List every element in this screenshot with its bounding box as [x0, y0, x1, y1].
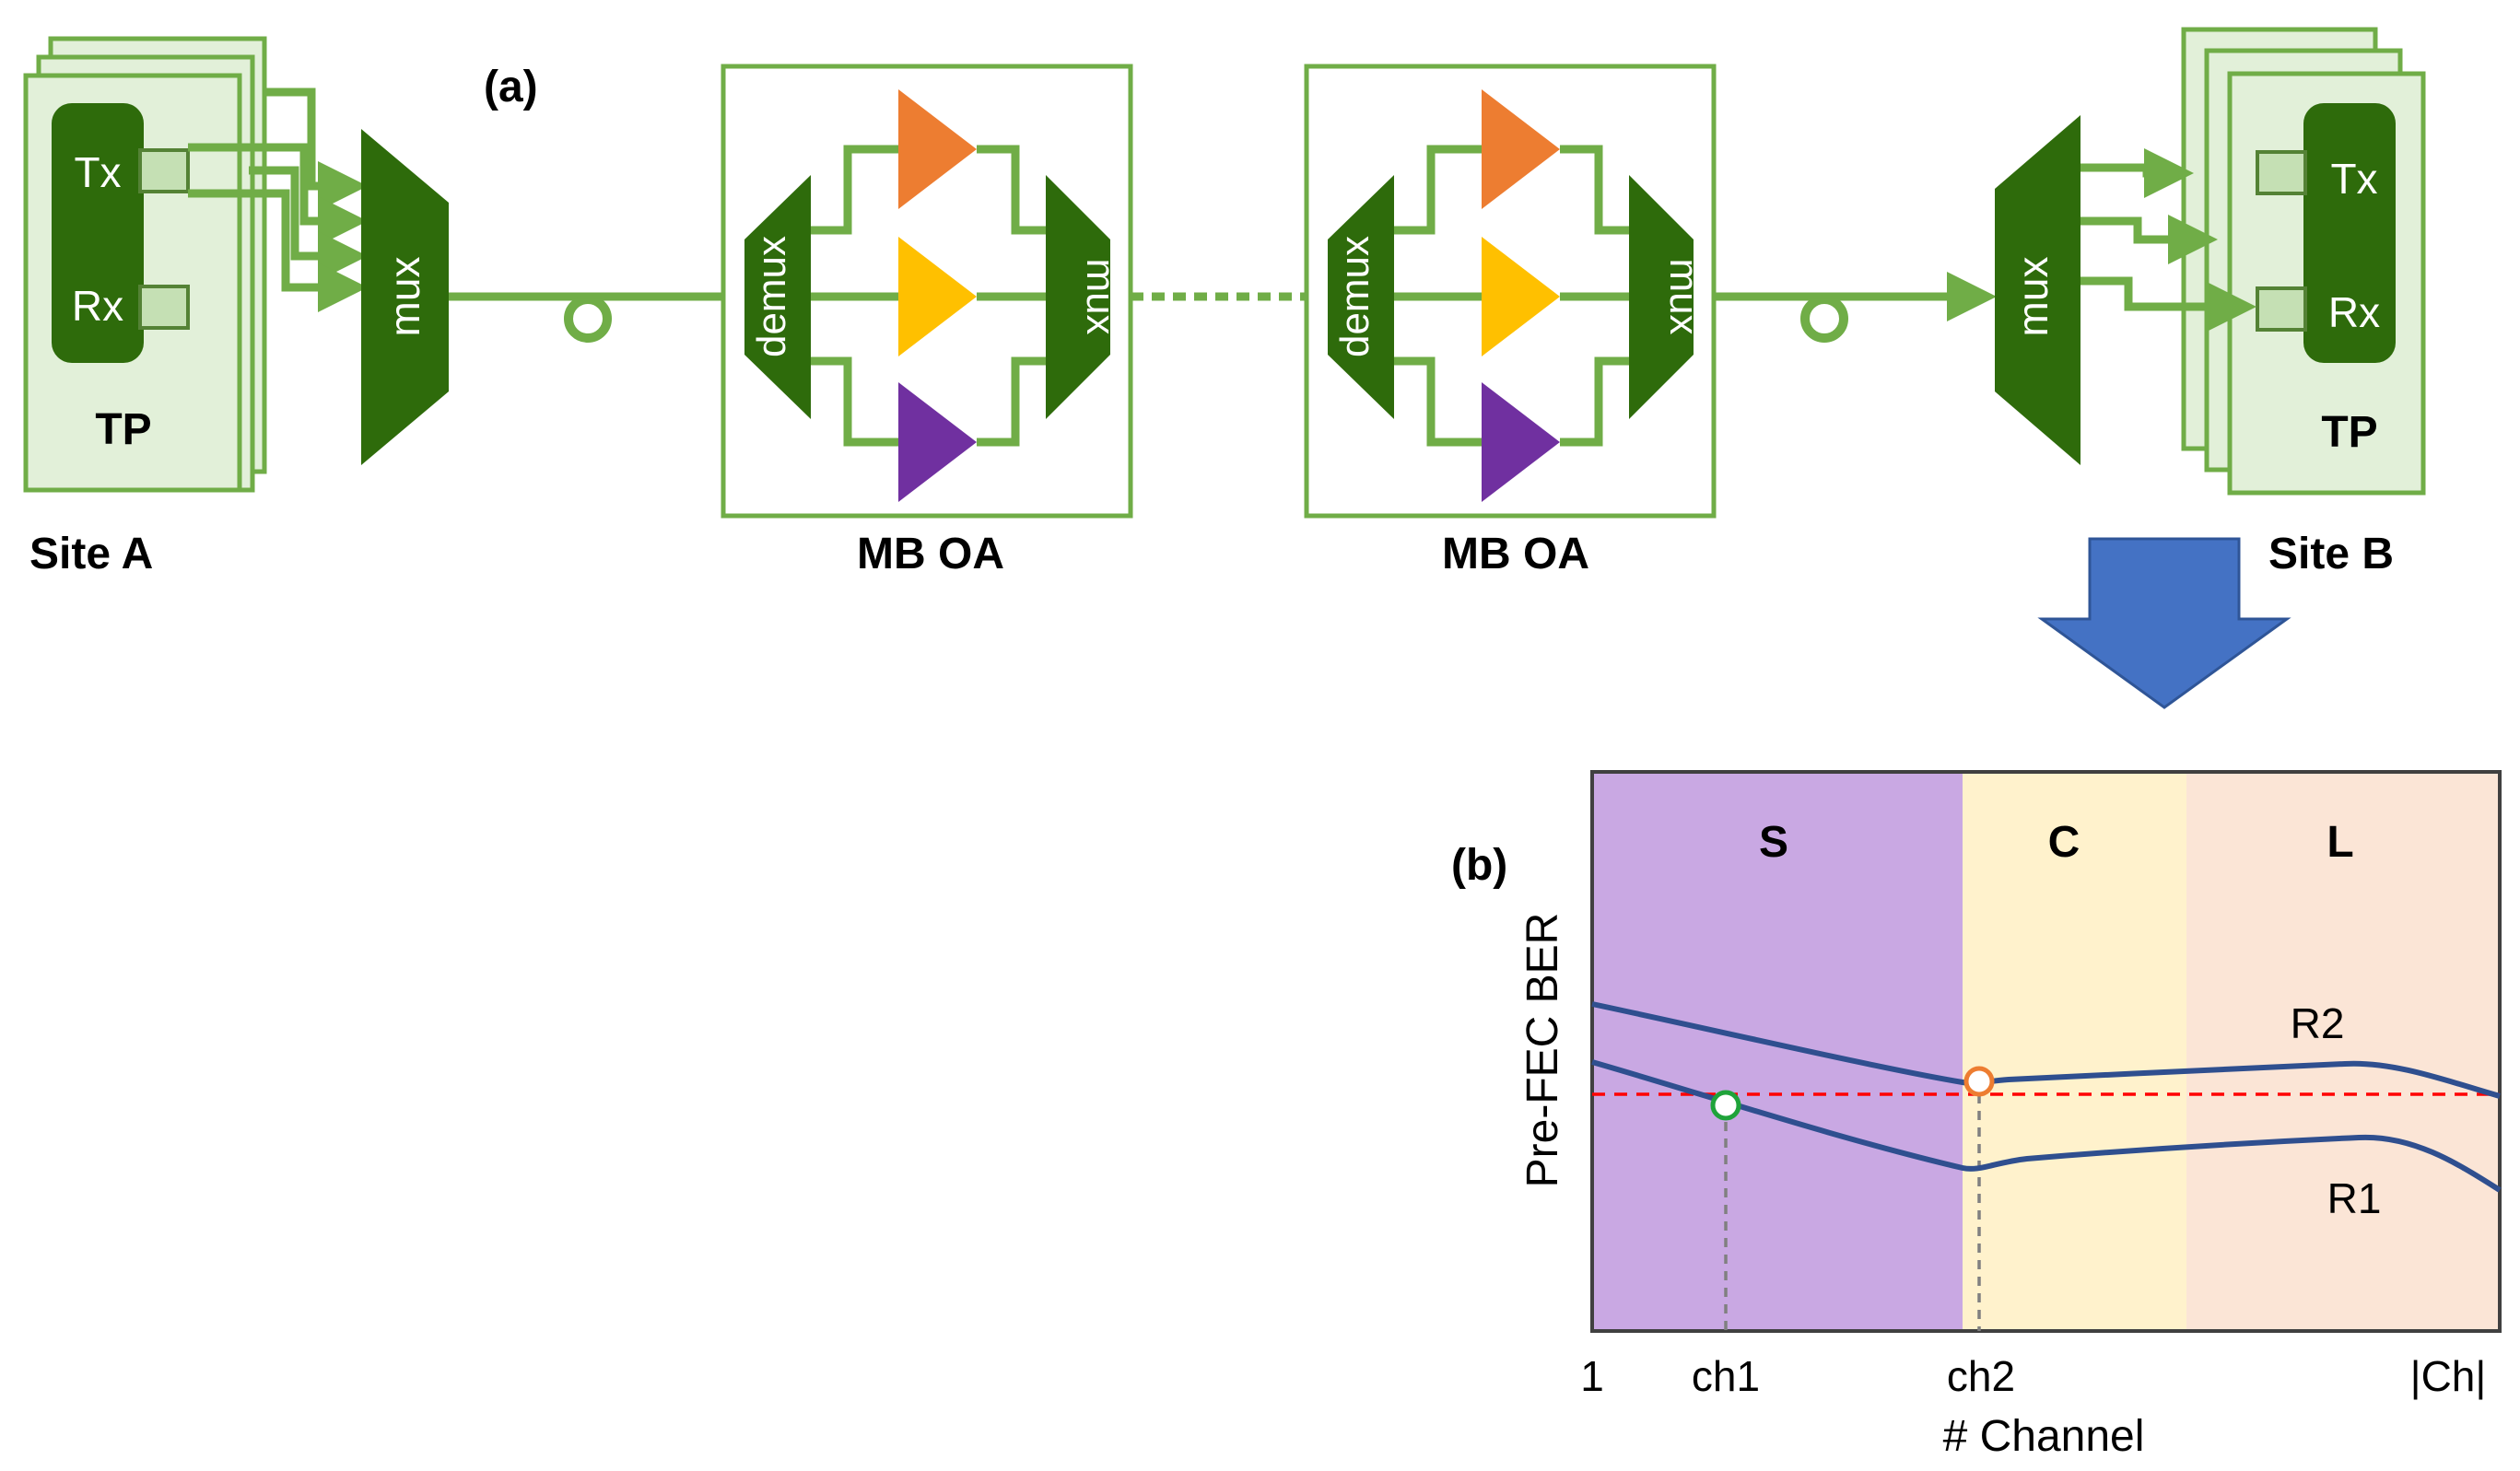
fiber-coil-icon — [564, 295, 612, 343]
mb-oa-1-label: MB OA — [857, 530, 1004, 578]
demux-block — [744, 175, 811, 419]
band-c-label: C — [2048, 818, 2080, 867]
l-band-amplifier-icon — [898, 89, 977, 209]
site-a-mux — [361, 129, 449, 465]
panel-a-label: (a) — [484, 63, 538, 111]
x-tick-label: |Ch| — [2410, 1352, 2487, 1400]
curve-r1-label: R1 — [2327, 1174, 2382, 1222]
site-b-tx-label: Tx — [2330, 155, 2377, 203]
site-a-mux-label: mux — [381, 257, 428, 337]
c-band-amplifier-icon — [1482, 237, 1560, 356]
ch2-crossing-marker — [1963, 1066, 1995, 1097]
site-a-tx-label: Tx — [74, 148, 121, 196]
c-band-amplifier-icon — [898, 237, 977, 356]
site-b-tx-port — [2256, 150, 2307, 195]
site-b-mux — [1995, 115, 2080, 465]
site-a-rx-port — [138, 285, 190, 330]
site-a-transponder-stack: Tx Rx TP — [23, 36, 267, 493]
x-axis-label: # Channel — [1943, 1412, 2145, 1461]
chart-plot: S C L R2 R1 — [1590, 770, 2502, 1333]
fiber-coil-icon — [1800, 295, 1848, 343]
site-b-transponder-card — [2303, 103, 2396, 363]
x-tick-label: 1 — [1580, 1352, 1604, 1400]
site-a-name: Site A — [29, 530, 153, 578]
site-b-name: Site B — [2268, 530, 2394, 578]
ch1-crossing-marker — [1710, 1090, 1741, 1121]
band-l — [2186, 772, 2500, 1331]
mux-label: mux — [1078, 258, 1123, 334]
s-band-amplifier-icon — [898, 382, 977, 502]
demux-block — [1328, 175, 1394, 419]
mux-block — [1629, 175, 1694, 419]
site-a-tp-label: TP — [95, 405, 151, 454]
site-b-transponder-stack: Tx Rx TP — [2181, 27, 2426, 496]
site-a-tx-port — [138, 148, 190, 193]
mb-oa-1: demux mux — [721, 64, 1133, 519]
site-a-rx-label: Rx — [72, 282, 123, 330]
mux-label: mux — [1661, 258, 1706, 334]
band-c — [1963, 772, 2186, 1331]
band-s — [1592, 772, 1963, 1331]
panel-b-label: (b) — [1451, 841, 1507, 890]
l-band-amplifier-icon — [1482, 89, 1560, 209]
plot-frame — [1590, 770, 2502, 1333]
x-tick-label: ch2 — [1947, 1352, 2015, 1400]
mux-block — [1046, 175, 1110, 419]
down-arrow-icon — [2037, 537, 2291, 709]
site-b-tp-label: TP — [2321, 408, 2377, 457]
site-b-rx-port — [2256, 286, 2307, 332]
s-band-amplifier-icon — [1482, 382, 1560, 502]
band-s-label: S — [1759, 818, 1788, 867]
site-b-channel-arrows — [2080, 148, 2256, 332]
y-axis-label: Pre-FEC BER — [1518, 913, 1567, 1188]
site-b-mux-label: mux — [2009, 257, 2057, 337]
site-b-rx-label: Rx — [2328, 288, 2380, 336]
band-l-label: L — [2327, 818, 2353, 867]
mb-oa-2: demux mux — [1304, 64, 1717, 519]
curve-r1 — [1591, 1059, 2502, 1193]
curve-r2 — [1591, 1001, 2501, 1099]
demux-label: demux — [749, 236, 794, 357]
mb-oa-2-label: MB OA — [1442, 530, 1589, 578]
curve-r2-label: R2 — [2291, 999, 2345, 1047]
x-tick-label: ch1 — [1692, 1352, 1760, 1400]
site-a-transponder-card — [52, 103, 144, 363]
site-a-channel-arrows — [188, 88, 368, 312]
demux-label: demux — [1332, 236, 1377, 357]
